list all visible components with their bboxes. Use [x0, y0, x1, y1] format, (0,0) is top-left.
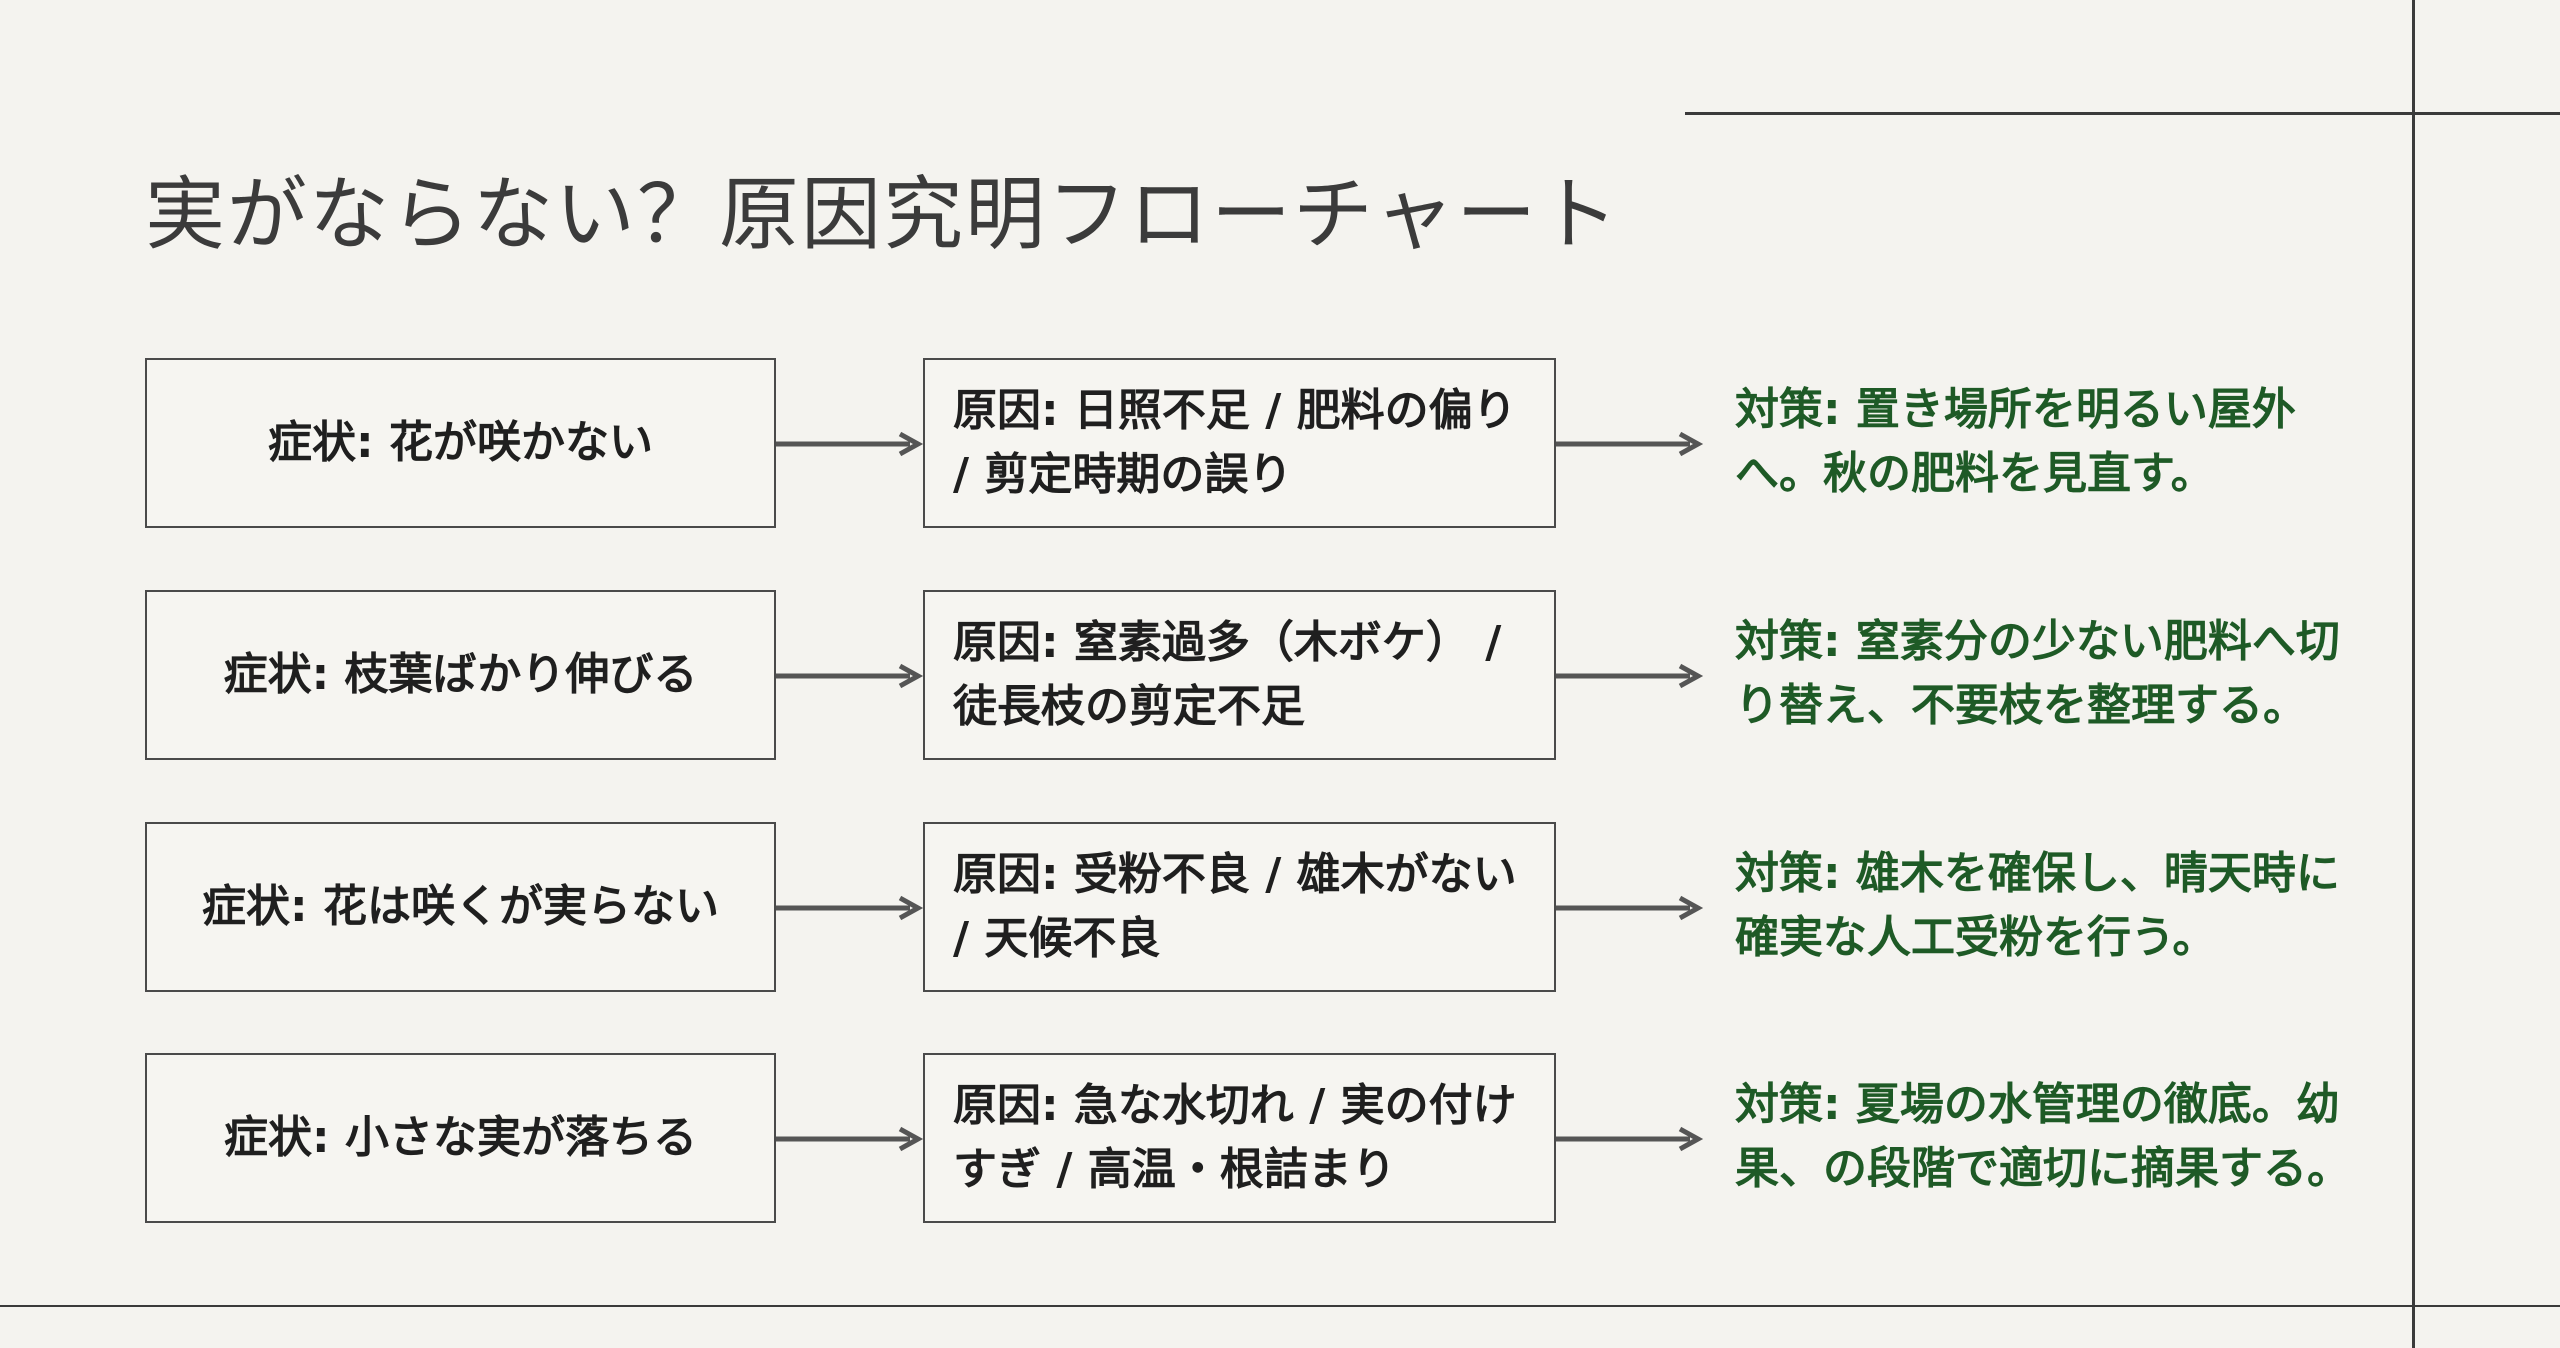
symptom-text: 症状: 枝葉ばかり伸びる [223, 649, 698, 700]
remedy-text: 対策: 窒素分の少ない肥料へ切り替え、不要枝を整理する。 [1735, 616, 2340, 731]
flow-row-2: 症状: 枝葉ばかり伸びる 原因: 窒素過多（木ボケ） / 徒長枝の剪定不足 対策… [0, 590, 2560, 764]
arrow-right-icon [1556, 1126, 1704, 1152]
arrow-right-icon [776, 895, 924, 921]
remedy-text: 対策: 置き場所を明るい屋外へ。秋の肥料を見直す。 [1735, 384, 2296, 499]
symptom-text: 症状: 小さな実が落ちる [224, 1112, 697, 1163]
arrow-right-icon [776, 1126, 924, 1152]
arrow-right-icon [776, 663, 924, 689]
symptom-box: 症状: 花は咲くが実らない [145, 822, 776, 992]
arrow-right-icon [776, 431, 924, 457]
arrow-right-icon [1556, 431, 1704, 457]
cause-text: 原因: 急な水切れ / 実の付けすぎ / 高温・根詰まり [953, 1080, 1517, 1195]
symptom-box: 症状: 花が咲かない [145, 358, 776, 528]
remedy-text: 対策: 雄木を確保し、晴天時に確実な人工受粉を行う。 [1735, 848, 2340, 963]
symptom-text: 症状: 花は咲くが実らない [202, 881, 719, 932]
remedy-text: 対策: 夏場の水管理の徹底。幼果、の段階で適切に摘果する。 [1735, 1079, 2351, 1194]
vertical-rule [2412, 0, 2415, 1348]
page-title: 実がならない？原因究明フローチャート [145, 168, 1621, 261]
flow-row-3: 症状: 花は咲くが実らない 原因: 受粉不良 / 雄木がない / 天候不良 対策… [0, 822, 2560, 996]
bottom-rule [0, 1305, 2560, 1307]
cause-text: 原因: 日照不足 / 肥料の偏り / 剪定時期の誤り [953, 385, 1517, 500]
flow-row-1: 症状: 花が咲かない 原因: 日照不足 / 肥料の偏り / 剪定時期の誤り 対策… [0, 358, 2560, 532]
symptom-box: 症状: 枝葉ばかり伸びる [145, 590, 776, 760]
cause-box: 原因: 受粉不良 / 雄木がない / 天候不良 [923, 822, 1556, 992]
top-rule [1685, 112, 2560, 115]
arrow-right-icon [1556, 663, 1704, 689]
cause-text: 原因: 窒素過多（木ボケ） / 徒長枝の剪定不足 [953, 617, 1502, 732]
symptom-box: 症状: 小さな実が落ちる [145, 1053, 776, 1223]
symptom-text: 症状: 花が咲かない [268, 417, 653, 468]
cause-box: 原因: 急な水切れ / 実の付けすぎ / 高温・根詰まり [923, 1053, 1556, 1223]
cause-box: 原因: 窒素過多（木ボケ） / 徒長枝の剪定不足 [923, 590, 1556, 760]
flow-row-4: 症状: 小さな実が落ちる 原因: 急な水切れ / 実の付けすぎ / 高温・根詰ま… [0, 1053, 2560, 1227]
cause-text: 原因: 受粉不良 / 雄木がない / 天候不良 [953, 849, 1517, 964]
cause-box: 原因: 日照不足 / 肥料の偏り / 剪定時期の誤り [923, 358, 1556, 528]
arrow-right-icon [1556, 895, 1704, 921]
